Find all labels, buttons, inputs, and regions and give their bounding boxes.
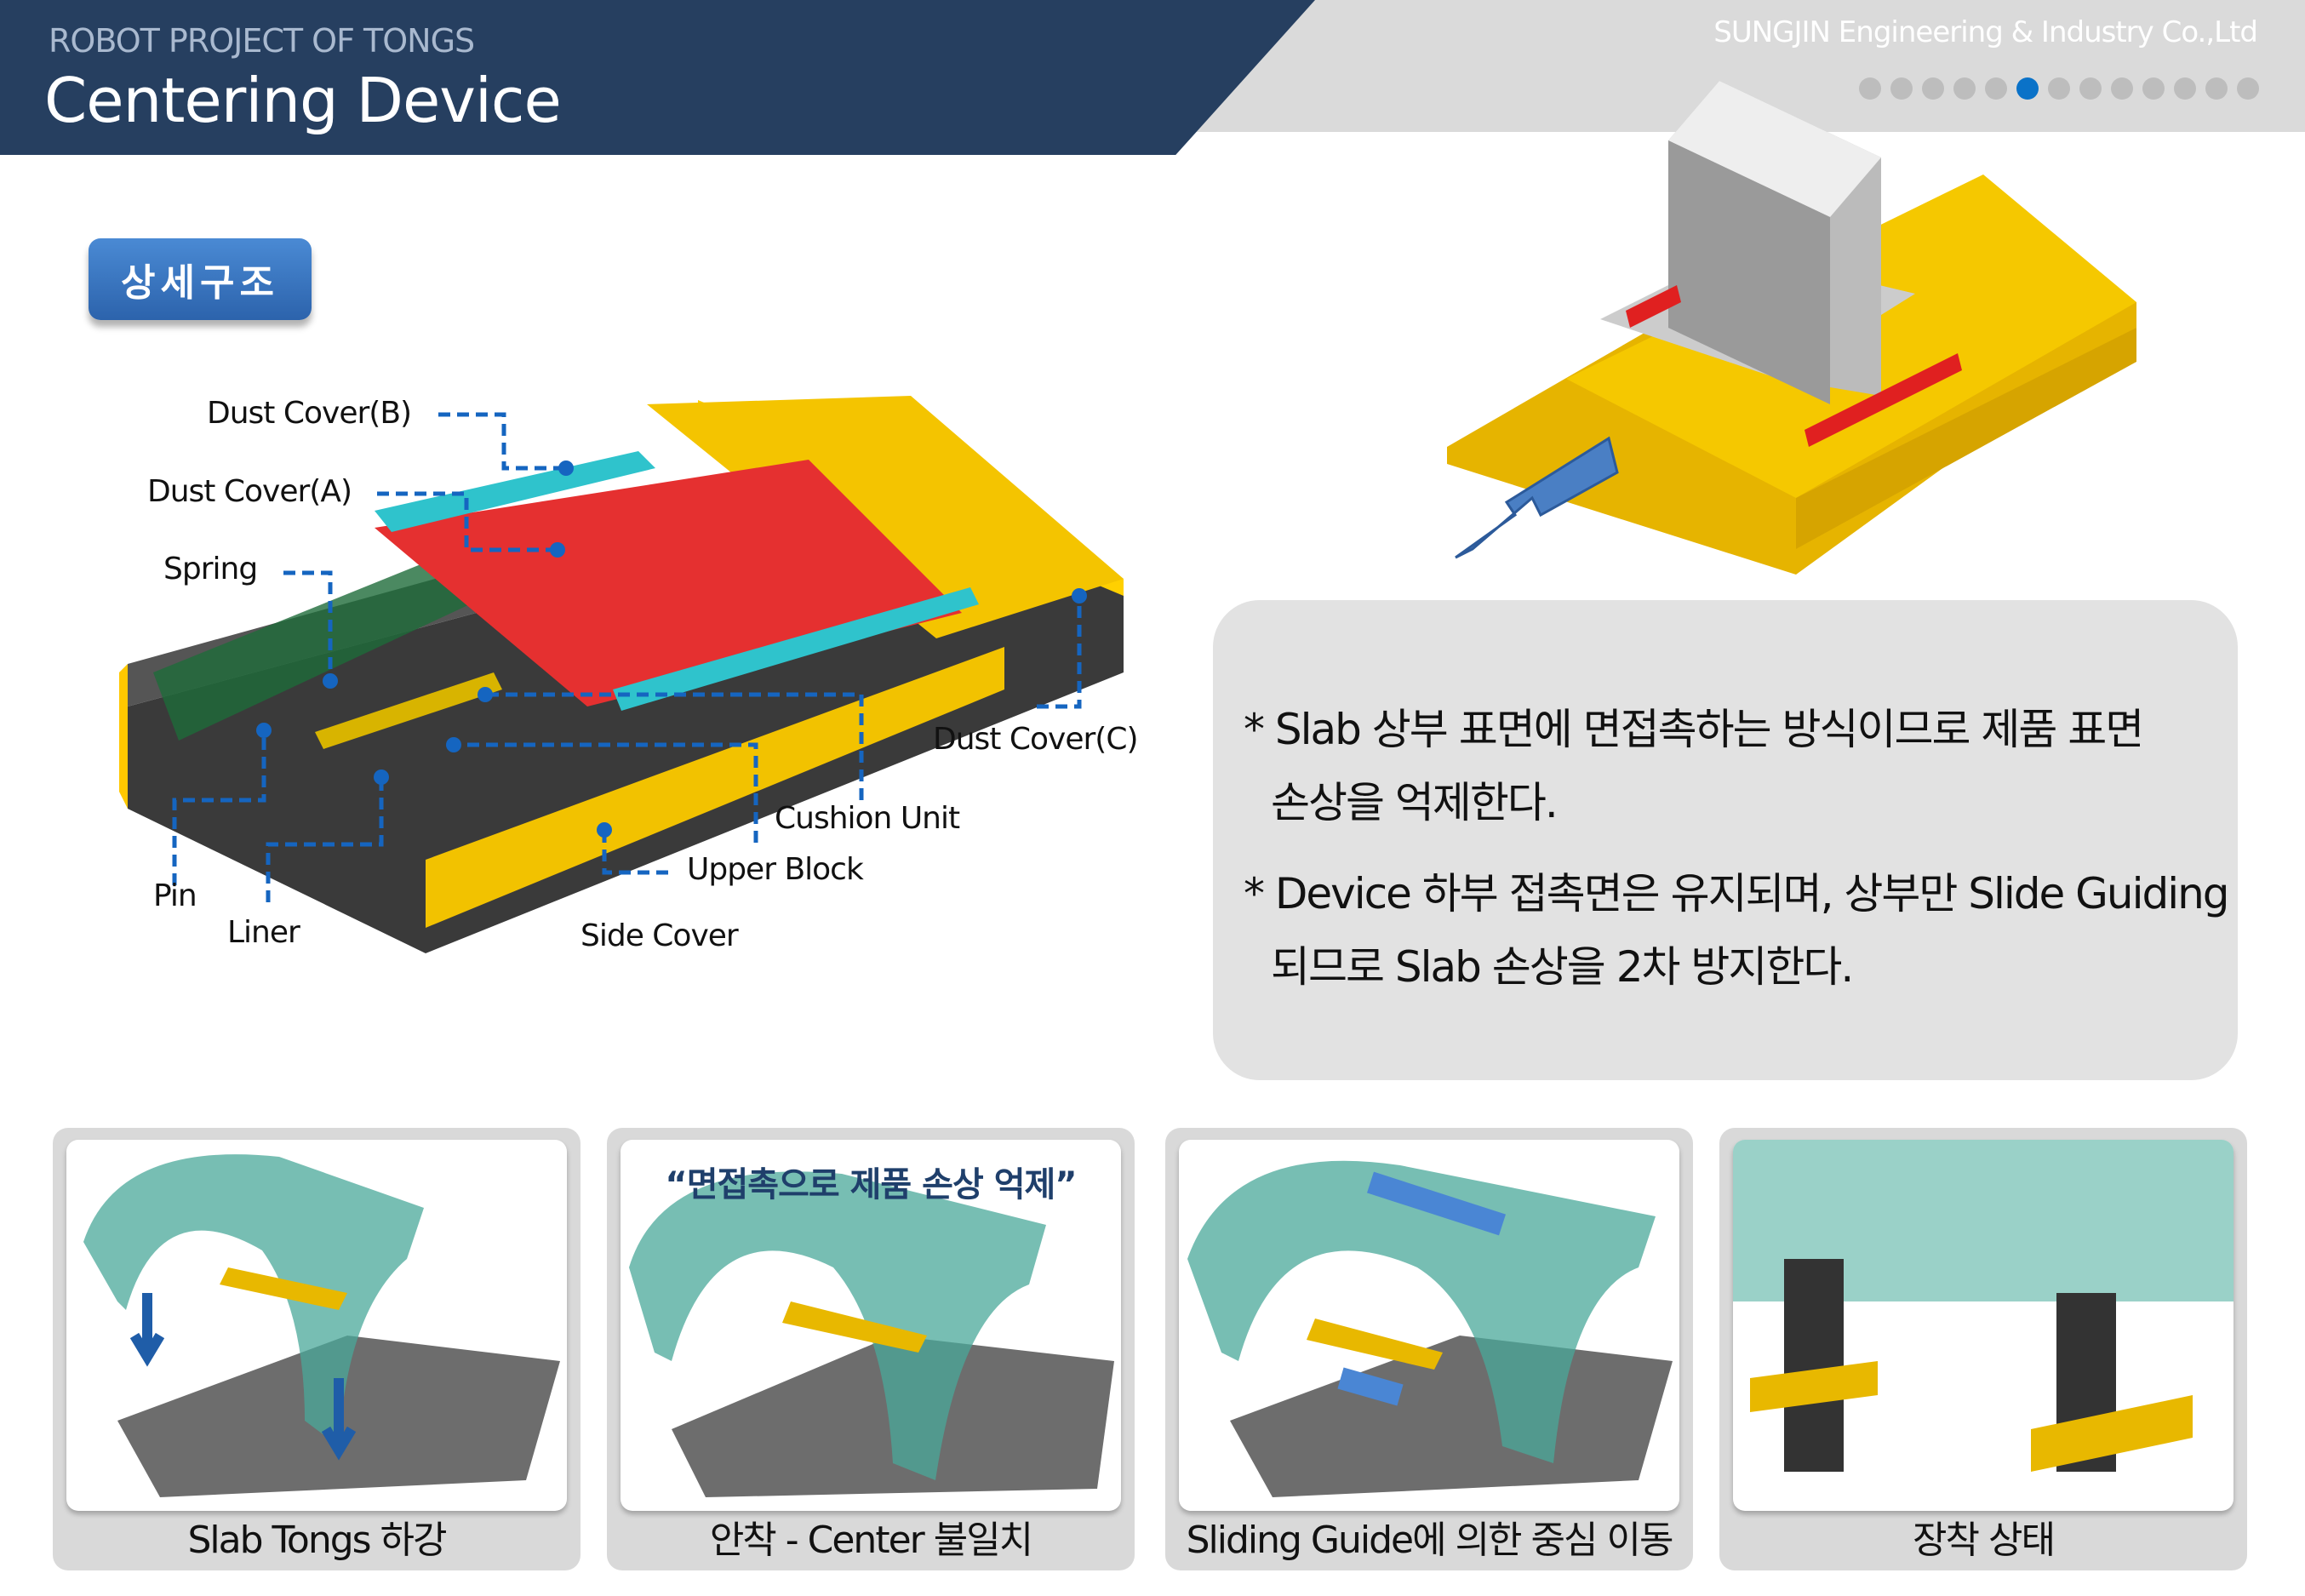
title-banner <box>0 0 1315 155</box>
note-line-1: * Slab 상부 표면에 면접촉하는 방식이므로 제품 표면 <box>1244 705 2144 754</box>
label-spring: Spring <box>163 552 258 586</box>
step-card-2: “면접촉으로 제품 손상 억제” 안착 - Center 불일치 <box>607 1128 1135 1570</box>
label-dust-cover-c: Dust Cover(C) <box>933 722 1138 757</box>
label-dust-cover-b: Dust Cover(B) <box>207 396 412 431</box>
page-dot-11[interactable] <box>2174 77 2196 100</box>
step-card-1: Slab Tongs 하강 <box>53 1128 581 1570</box>
page-dot-2[interactable] <box>1890 77 1913 100</box>
step-2-quote: “면접촉으로 제품 손상 억제” <box>665 1165 1077 1204</box>
step-2-caption: 안착 - Center 불일치 <box>709 1519 1033 1562</box>
device-render <box>1447 81 2136 575</box>
page-dot-6[interactable] <box>2016 77 2039 100</box>
step-1-image <box>66 1140 567 1511</box>
label-cushion-unit: Cushion Unit <box>775 801 960 836</box>
label-pin: Pin <box>153 878 197 913</box>
label-side-cover: Side Cover <box>581 918 739 953</box>
page-dot-1[interactable] <box>1859 77 1881 100</box>
page-dot-12[interactable] <box>2205 77 2228 100</box>
page-dot-5[interactable] <box>1985 77 2007 100</box>
note-line-3: * Device 하부 접촉면은 유지되며, 상부만 Slide Guiding <box>1244 869 2230 918</box>
step-card-4: 장착 상태 <box>1719 1128 2247 1570</box>
page-dot-7[interactable] <box>2048 77 2070 100</box>
label-dust-cover-a: Dust Cover(A) <box>147 474 352 509</box>
company-name: SUNGJIN Engineering & Industry Co.,Ltd <box>1713 15 2258 49</box>
note-line-2: 손상을 억제한다. <box>1271 778 1559 827</box>
step-1-caption: Slab Tongs 하강 <box>187 1519 447 1562</box>
step-4-caption: 장착 상태 <box>1913 1519 2056 1562</box>
page-indicator <box>1859 77 2259 100</box>
note-line-4: 되므로 Slab 손상을 2차 방지한다. <box>1271 942 1854 992</box>
project-subtitle: ROBOT PROJECT OF TONGS <box>49 22 475 60</box>
page-dot-9[interactable] <box>2111 77 2133 100</box>
step-4-image <box>1733 1140 2234 1511</box>
step-3-caption: Sliding Guide에 의한 중심 이동 <box>1186 1519 1674 1562</box>
page-dot-3[interactable] <box>1922 77 1944 100</box>
leader-lines <box>172 412 1087 902</box>
page-dot-4[interactable] <box>1953 77 1976 100</box>
label-liner: Liner <box>227 915 300 950</box>
detail-structure-button[interactable]: 상세구조 <box>89 238 312 320</box>
step-card-3: Sliding Guide에 의한 중심 이동 <box>1165 1128 1693 1570</box>
page-dot-8[interactable] <box>2079 77 2102 100</box>
label-upper-block: Upper Block <box>687 852 864 887</box>
device-diagram <box>119 396 1124 953</box>
page-dot-13[interactable] <box>2237 77 2259 100</box>
step-3-image <box>1179 1140 1679 1511</box>
step-2-image: “면접촉으로 제품 손상 억제” <box>621 1140 1121 1511</box>
description-panel: * Slab 상부 표면에 면접촉하는 방식이므로 제품 표면 손상을 억제한다… <box>1213 600 2238 1080</box>
page-title: Centering Device <box>44 65 562 136</box>
page-dot-10[interactable] <box>2142 77 2165 100</box>
